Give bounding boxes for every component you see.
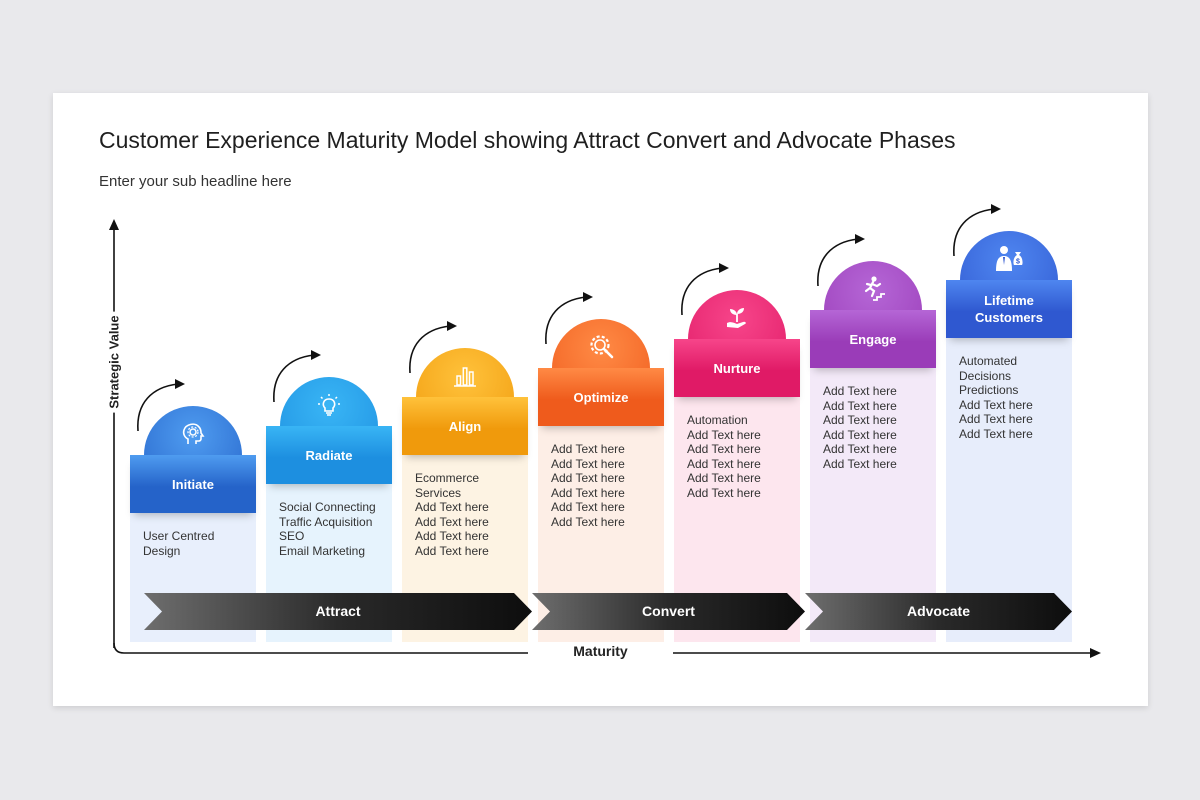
list-item: Decisions	[959, 368, 1012, 383]
step-label-text: Lifetime Customers	[975, 293, 1043, 325]
step-column	[946, 290, 1072, 642]
axes	[109, 219, 1101, 658]
list-item: Email Marketing	[279, 543, 366, 558]
step-label-text: Nurture	[713, 360, 761, 376]
step-label-text: Engage	[849, 331, 897, 347]
step-label: Initiate	[130, 455, 256, 513]
x-axis-label: Maturity	[528, 643, 673, 659]
list-item: Add Text here	[551, 442, 625, 456]
sub-headline: Enter your sub headline here	[99, 173, 292, 190]
step-label: Align	[402, 397, 528, 455]
step-label-text: Initiate	[172, 476, 214, 492]
step-label: Optimize	[538, 368, 664, 426]
list-item: Add Text here	[823, 413, 897, 428]
list-item: Add Text here	[823, 456, 897, 471]
list-item: Add Text here	[687, 471, 761, 486]
list-item: Services	[415, 485, 462, 500]
list-item: Traffic Acquisition	[279, 514, 373, 529]
phase-label: Attract	[315, 603, 361, 619]
list-item: Add Text here	[551, 471, 625, 486]
plant-hand-icon	[688, 304, 786, 332]
curved-arrow-icon	[953, 204, 1001, 257]
list-item: Add Text here	[959, 426, 1033, 441]
list-item: Add Text here	[687, 485, 761, 500]
list-item: Automation	[687, 413, 748, 427]
page-title: Customer Experience Maturity Model showi…	[99, 127, 956, 153]
list-item: Ecommerce	[415, 471, 480, 485]
gear-magnifier-icon	[552, 333, 650, 361]
slide: Customer Experience Maturity Model showi…	[53, 93, 1148, 706]
list-item: Social Connecting	[279, 500, 376, 514]
list-item: Add Text here	[415, 543, 489, 558]
phase-convert: Convert	[532, 593, 805, 630]
step-label: Nurture	[674, 339, 800, 397]
y-axis-label: Strategic Value	[106, 311, 122, 413]
curved-arrow-icon	[409, 321, 457, 374]
person-climbing-stairs-icon	[824, 275, 922, 303]
list-item: Add Text here	[823, 427, 897, 442]
list-item: Add Text here	[959, 412, 1033, 427]
curved-arrow-icon	[545, 292, 593, 345]
list-item: Add Text here	[823, 384, 897, 398]
step-column	[810, 320, 936, 642]
phase-advocate: Advocate	[805, 593, 1072, 630]
list-item: Automated	[959, 354, 1018, 368]
head-gear-icon	[144, 420, 242, 448]
curved-arrow-icon	[681, 263, 729, 316]
svg-text:$: $	[1016, 259, 1020, 266]
curved-arrow-icon	[817, 234, 865, 287]
list-item: Add Text here	[687, 442, 761, 457]
step-label: Engage	[810, 310, 936, 368]
lightbulb-icon	[280, 391, 378, 419]
list-item: Add Text here	[551, 500, 625, 515]
list-item: Add Text here	[415, 514, 489, 529]
step-label-text: Radiate	[305, 447, 353, 463]
phase-attract: Attract	[144, 593, 532, 630]
list-item: Add Text here	[551, 485, 625, 500]
list-item: Add Text here	[415, 500, 489, 515]
list-item: Add Text here	[687, 456, 761, 471]
list-item: Add Text here	[823, 442, 897, 457]
curved-arrow-icon	[137, 379, 185, 432]
list-item: Add Text here	[551, 456, 625, 471]
list-item: User Centred	[143, 529, 215, 543]
step-label-text: Align	[448, 418, 482, 434]
list-item: Add Text here	[823, 398, 897, 413]
phase-label: Convert	[642, 603, 695, 619]
list-item: Add Text here	[687, 427, 761, 442]
list-item: Add Text here	[415, 529, 489, 544]
phase-label: Advocate	[906, 603, 971, 619]
list-item: SEO	[279, 529, 305, 544]
businessman-money-bag-icon: $	[960, 245, 1058, 273]
bar-chart-icon	[416, 362, 514, 390]
list-item: Add Text here	[959, 397, 1033, 412]
step-label: Radiate	[266, 426, 392, 484]
step-label: Lifetime Customers	[946, 280, 1072, 338]
list-item: Add Text here	[551, 514, 625, 529]
list-item: Design	[143, 543, 181, 558]
list-item: Predictions	[959, 383, 1019, 398]
step-label-text: Optimize	[573, 389, 629, 405]
curved-arrow-icon	[273, 350, 321, 403]
